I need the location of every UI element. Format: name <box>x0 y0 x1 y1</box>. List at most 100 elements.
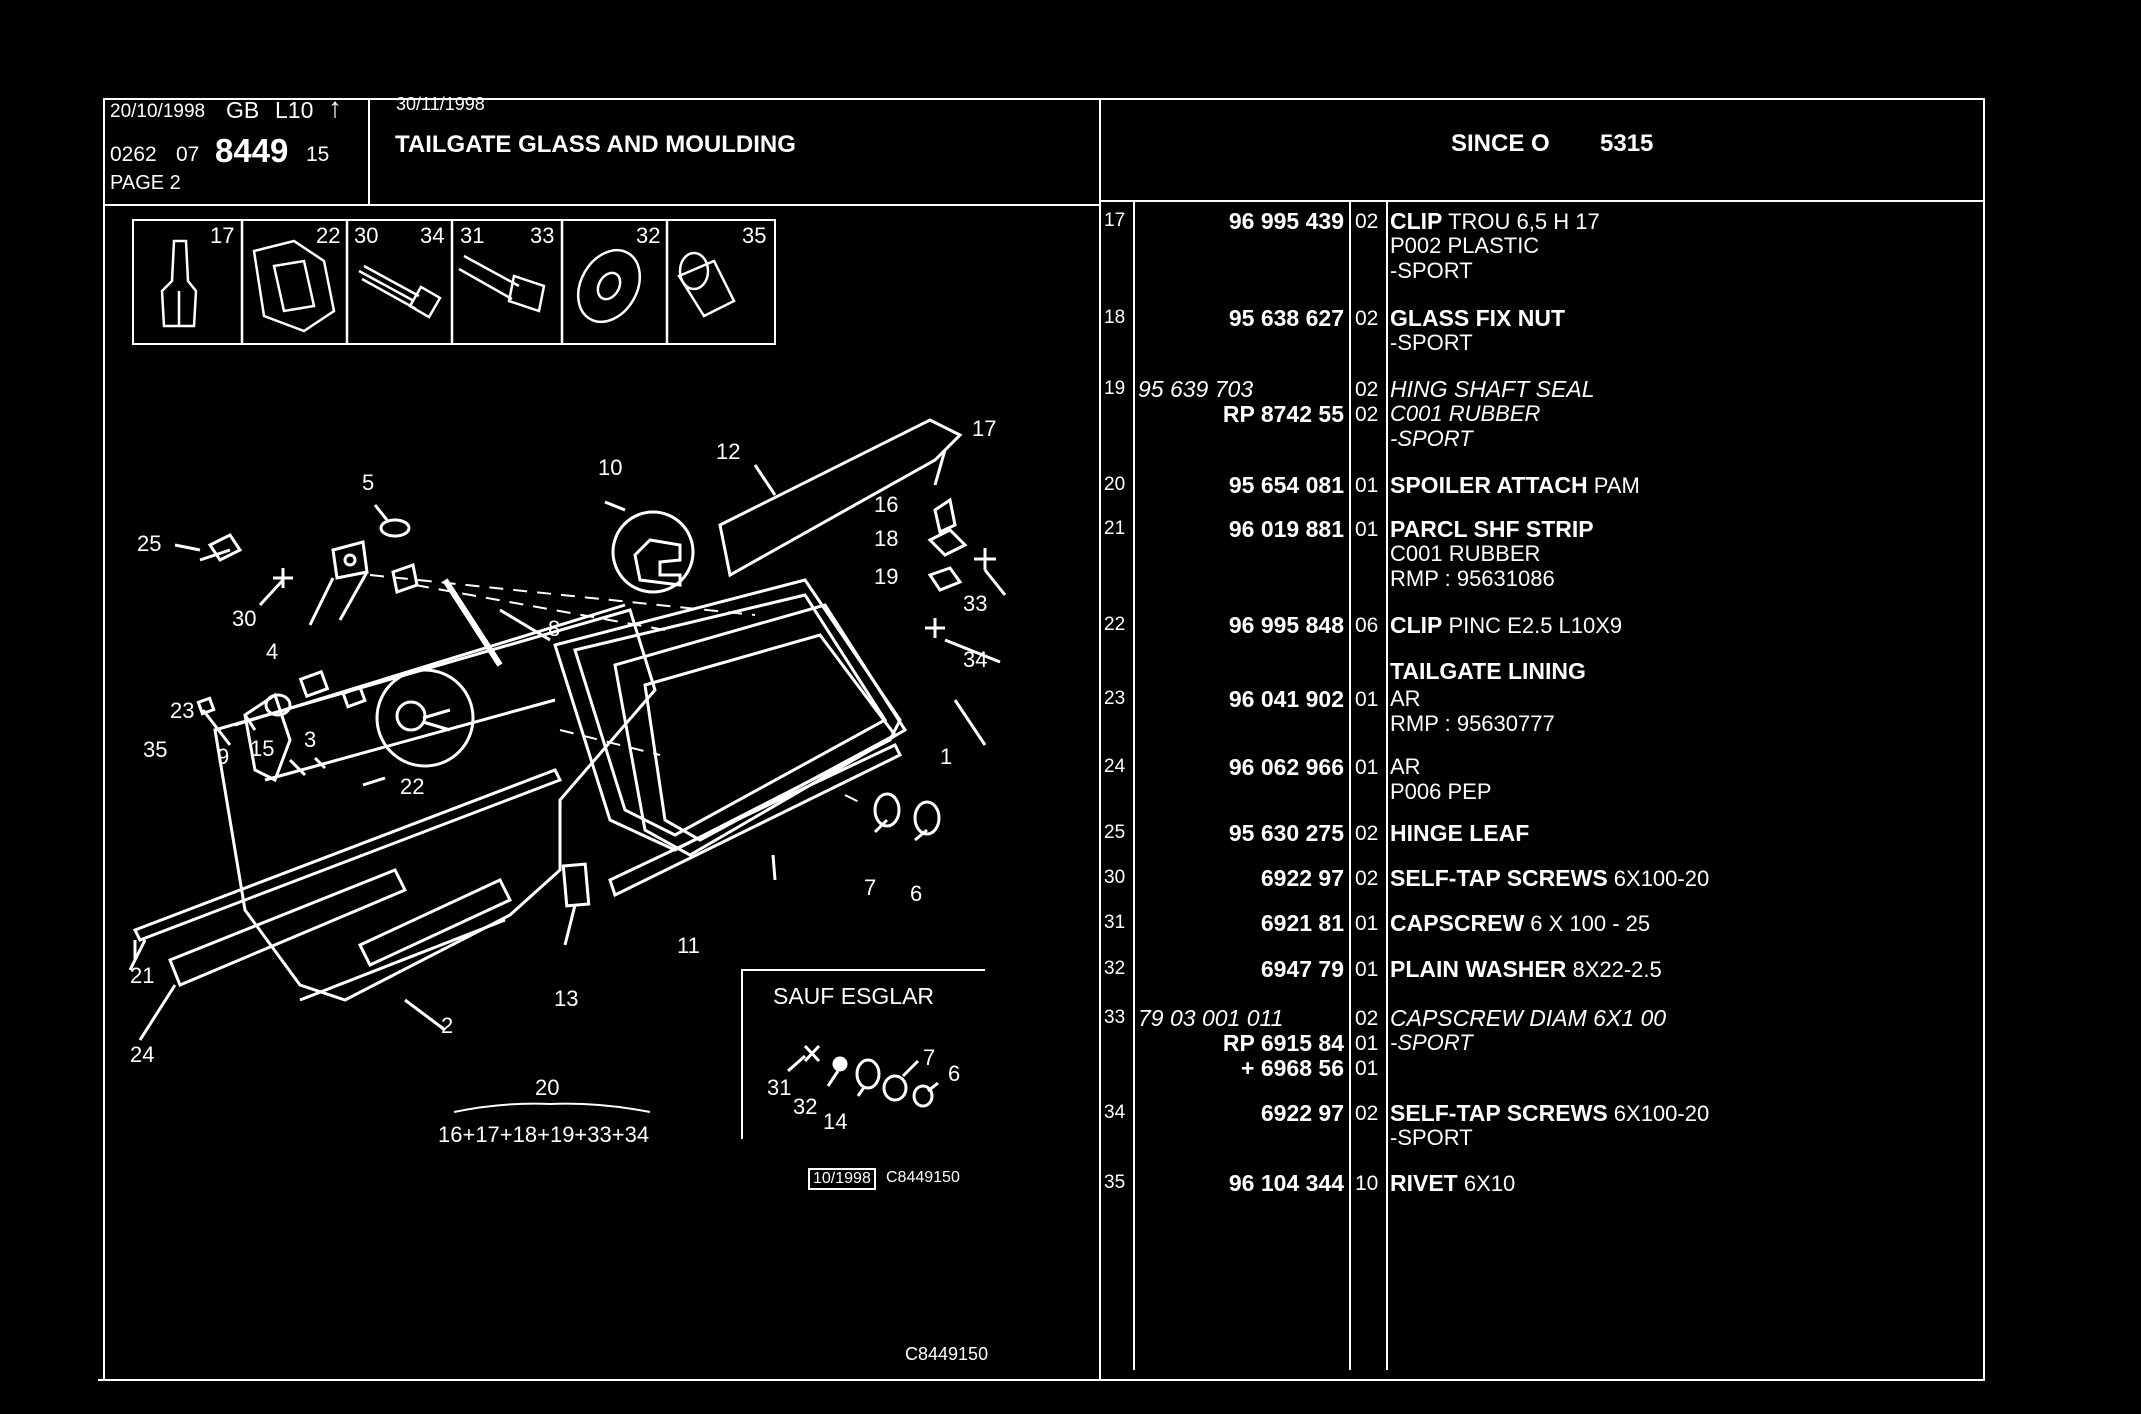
part-detail: 6X100-20 <box>1607 1101 1710 1126</box>
thumb-label: 32 <box>636 223 661 248</box>
part-quantity: 02 <box>1355 1007 1379 1030</box>
thumb-label: 30 <box>354 223 379 248</box>
frame-middle <box>1099 98 1101 1380</box>
inset-callout-14: 14 <box>823 1109 848 1134</box>
part-description: CLIP PINC E2.5 L10X9 <box>1390 614 1622 637</box>
part-description: C001 RUBBER <box>1390 543 1540 565</box>
part-description: RIVET 6X10 <box>1390 1172 1515 1195</box>
part-name: CLIP <box>1390 612 1443 638</box>
part-quantity: 01 <box>1355 958 1379 981</box>
part-number: 6922 97 <box>1260 1100 1344 1126</box>
callout-10: 10 <box>598 455 623 480</box>
header-rule-right <box>1099 200 1985 202</box>
part-detail: 8X22-2.5 <box>1566 957 1662 982</box>
part-number: 79 03 001 011 <box>1138 1005 1284 1031</box>
part-number: RP 8742 55 <box>1222 401 1344 427</box>
part-number: 96 019 881 <box>1228 516 1344 542</box>
part-ref-number: 32 <box>1104 958 1126 979</box>
part-ref-number: 18 <box>1104 307 1126 328</box>
callout-2: 2 <box>441 1013 454 1038</box>
model-code: L10 <box>275 97 314 123</box>
callout-15: 15 <box>250 736 275 761</box>
thumb-label: 31 <box>460 223 485 248</box>
part-quantity: 01 <box>1355 688 1379 711</box>
callout-6: 6 <box>910 881 923 906</box>
part-description: GLASS FIX NUT <box>1390 307 1565 330</box>
part-quantity: 02 <box>1355 1102 1379 1125</box>
part-description: CLIP TROU 6,5 H 17 <box>1390 210 1600 233</box>
page-title: TAILGATE GLASS AND MOULDING <box>395 131 796 158</box>
part-description: RMP : 95631086 <box>1390 568 1555 590</box>
callout-34: 34 <box>963 647 988 672</box>
part-description: RMP : 95630777 <box>1390 713 1555 735</box>
callout-21: 21 <box>130 963 155 988</box>
inset-drawing <box>787 1044 939 1108</box>
callout-25: 25 <box>137 531 162 556</box>
part-number: 95 638 627 <box>1228 305 1344 331</box>
part-number: 6921 81 <box>1260 910 1344 936</box>
part-quantity: 02 <box>1355 403 1379 426</box>
callout-8: 8 <box>548 616 561 641</box>
callout-9: 9 <box>217 744 230 769</box>
callout-4: 4 <box>266 639 279 664</box>
part-description: HING SHAFT SEAL <box>1390 378 1594 401</box>
code-a: 0262 <box>110 143 157 166</box>
part-ref-number: 34 <box>1104 1102 1126 1123</box>
callout-16: 16 <box>874 492 899 517</box>
part-description: TAILGATE LINING <box>1390 660 1586 683</box>
part-ref-number: 17 <box>1104 210 1126 231</box>
arrow-up-icon: ↑ <box>328 92 342 123</box>
page-number: PAGE 2 <box>110 172 181 194</box>
thumbnail-strip: 17 22 30 34 31 33 32 35 <box>132 219 776 345</box>
part-description: P002 PLASTIC <box>1390 235 1539 257</box>
part-detail: P006 PEP <box>1390 779 1492 804</box>
callout-18: 18 <box>874 526 899 551</box>
part-description: AR <box>1390 756 1421 778</box>
part-name: SELF-TAP SCREWS <box>1390 1100 1608 1126</box>
part-name: TAILGATE LINING <box>1390 658 1586 684</box>
part-detail: C001 RUBBER <box>1390 541 1541 566</box>
kit-number: 20 <box>535 1075 560 1100</box>
part-detail: 6X10 <box>1457 1171 1516 1196</box>
part-number: 96 995 439 <box>1228 208 1344 234</box>
part-description: CAPSCREW 6 X 100 - 25 <box>1390 912 1650 935</box>
callout-7: 7 <box>864 875 877 900</box>
part-detail: TROU 6,5 H 17 <box>1442 209 1600 234</box>
part-quantity: 06 <box>1355 614 1379 637</box>
thumb-label: 22 <box>316 223 341 248</box>
part-detail: -SPORT <box>1390 258 1473 283</box>
part-description: -SPORT <box>1390 332 1473 354</box>
part-detail: -SPORT <box>1390 426 1473 451</box>
part-ref-number: 33 <box>1104 1007 1126 1028</box>
part-description: SPOILER ATTACH PAM <box>1390 474 1640 497</box>
part-number: 96 995 848 <box>1228 612 1344 638</box>
part-name: SPOILER ATTACH <box>1390 472 1588 498</box>
part-number: 6947 79 <box>1260 956 1344 982</box>
part-detail: RMP : 95630777 <box>1390 711 1555 736</box>
part-quantity: 01 <box>1355 1057 1379 1080</box>
part-name: CAPSCREW <box>1390 910 1525 936</box>
inset-callout-6: 6 <box>948 1061 961 1086</box>
callout-17: 17 <box>972 416 997 441</box>
part-description: -SPORT <box>1390 428 1473 450</box>
part-detail: 6X100-20 <box>1607 866 1710 891</box>
kit-components: 16+17+18+19+33+34 <box>438 1122 650 1147</box>
inset-title: SAUF ESGLAR <box>773 983 935 1009</box>
part-detail: -SPORT <box>1390 330 1473 355</box>
callout-12: 12 <box>716 439 741 464</box>
part-name: HINGE LEAF <box>1390 820 1530 846</box>
part-name: CLIP <box>1390 208 1443 234</box>
part-number: 95 654 081 <box>1228 472 1344 498</box>
part-description: SELF-TAP SCREWS 6X100-20 <box>1390 867 1709 890</box>
part-description: -SPORT <box>1390 260 1473 282</box>
thumb-label: 35 <box>742 223 767 248</box>
part-description: -SPORT <box>1390 1127 1473 1149</box>
part-ref-number: 25 <box>1104 822 1126 843</box>
part-name: PLAIN WASHER <box>1390 956 1567 982</box>
header-divider <box>368 98 370 204</box>
part-quantity: 02 <box>1355 210 1379 233</box>
language-code: GB <box>226 97 260 123</box>
part-quantity: 01 <box>1355 474 1379 497</box>
callout-23: 23 <box>170 698 195 723</box>
part-description: PARCL SHF STRIP <box>1390 518 1594 541</box>
